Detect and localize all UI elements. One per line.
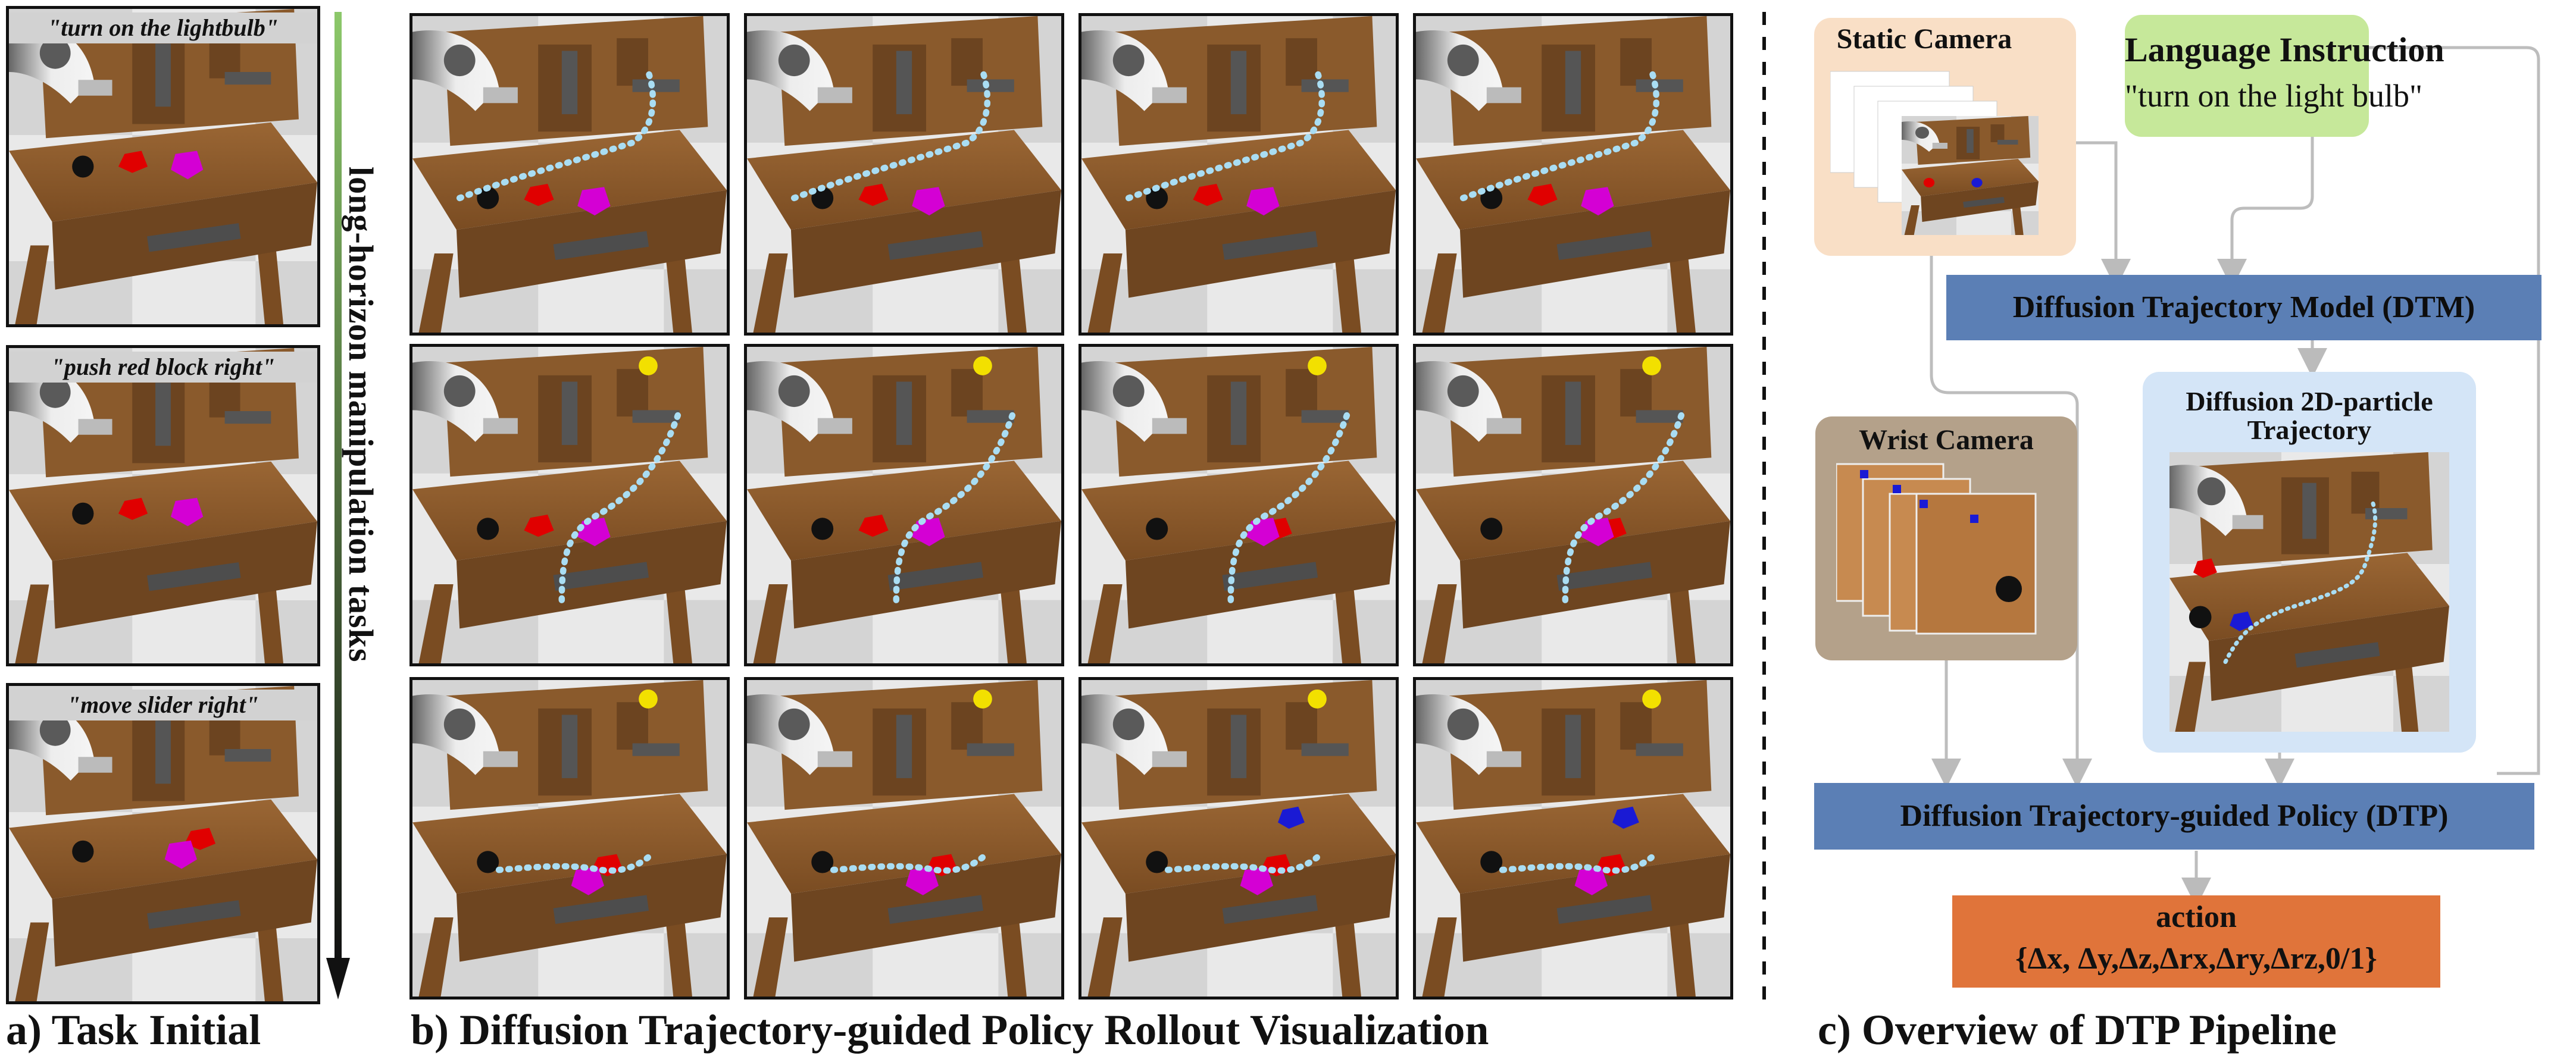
- scene-image: [412, 16, 727, 333]
- task-label-3: "move slider right": [9, 690, 317, 720]
- task-panel-1: "turn on the lightbulb": [6, 6, 320, 327]
- task-panel-3: "move slider right": [6, 683, 320, 1004]
- action-text: {Δx, Δy,Δz,Δrx,Δry,Δrz,0/1}: [2015, 942, 2377, 976]
- scene-image: [1081, 16, 1396, 333]
- particle-trajectory-title-1: Diffusion 2D-particle: [2186, 386, 2433, 416]
- scene-image: [9, 686, 317, 1001]
- rollout-frame: [409, 13, 730, 336]
- language-instruction-box: [2125, 15, 2369, 137]
- caption-b: b) Diffusion Trajectory-guided Policy Ro…: [411, 1006, 1489, 1054]
- rollout-frame: [1078, 344, 1399, 666]
- language-instruction-title: Language Instruction: [2125, 30, 2444, 69]
- task-panel-2: "push red block right": [6, 345, 320, 666]
- scene-image: [1416, 347, 1730, 663]
- task-label-1: "turn on the lightbulb": [9, 12, 317, 43]
- rollout-frame: [409, 344, 730, 666]
- particle-trajectory-title-2: Trajectory: [2247, 415, 2372, 445]
- dtp-bar: Diffusion Trajectory-guided Policy (DTP): [1814, 783, 2534, 850]
- pipeline-connectors: [1930, 46, 2540, 907]
- wrist-camera-stack: [1836, 463, 2037, 635]
- dtm-label: Diffusion Trajectory Model (DTM): [2012, 290, 2475, 324]
- rollout-frame: [1078, 13, 1399, 336]
- task-label-2: "push red block right": [9, 352, 317, 383]
- rollout-frame: [744, 344, 1064, 666]
- scene-image: [1416, 16, 1730, 333]
- arrow-label: long-horizon manipulation tasks: [342, 167, 380, 663]
- rollout-frame: [1413, 13, 1733, 336]
- caption-c: c) Overview of DTP Pipeline: [1818, 1006, 2337, 1054]
- scene-image: [1416, 680, 1730, 997]
- rollout-frame: [744, 677, 1064, 1000]
- time-arrow: [326, 12, 350, 1000]
- rollout-frame: [1078, 677, 1399, 1000]
- wrist-camera-label: Wrist Camera: [1859, 424, 2034, 456]
- action-title: action: [2156, 900, 2237, 934]
- static-camera-stack: [1830, 71, 2039, 235]
- scene-image: [747, 347, 1061, 663]
- scene-image: [412, 347, 727, 663]
- rollout-frame: [744, 13, 1064, 336]
- dtp-label: Diffusion Trajectory-guided Policy (DTP): [1900, 799, 2449, 833]
- rollout-frame: [1413, 344, 1733, 666]
- separator-line: [1762, 12, 1766, 1005]
- scene-image: [747, 16, 1061, 333]
- caption-a: a) Task Initial: [6, 1006, 261, 1054]
- scene-image: [1081, 347, 1396, 663]
- scene-image: [412, 680, 727, 997]
- particle-trajectory-image: [2169, 452, 2449, 732]
- language-instruction-text: "turn on the light bulb": [2125, 78, 2423, 114]
- action-box: [1952, 895, 2440, 988]
- static-camera-label: Static Camera: [1836, 23, 2012, 55]
- scene-image: [747, 680, 1061, 997]
- scene-image: [9, 348, 317, 663]
- rollout-frame: [409, 677, 730, 1000]
- dtm-bar: Diffusion Trajectory Model (DTM): [1946, 275, 2541, 340]
- scene-image: [9, 9, 317, 324]
- scene-image: [1081, 680, 1396, 997]
- rollout-frame: [1413, 677, 1733, 1000]
